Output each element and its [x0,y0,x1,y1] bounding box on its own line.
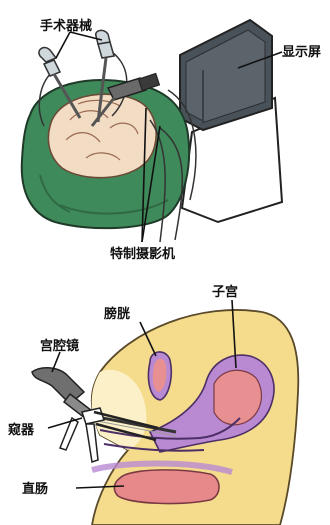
speculum [59,407,159,463]
bottom-figure: 膀胱 子宫 宫腔镜 窥器 直肠 [8,284,300,525]
label-uterus: 子宫 [212,284,238,300]
top-pointer-lines [55,31,283,243]
label-bladder: 膀胱 [103,306,130,322]
label-speculum: 窥器 [8,422,35,438]
label-monitor: 显示屏 [282,45,321,60]
label-hysteroscope: 宫腔镜 [40,338,79,354]
top-figure: 手术器械 显示屏 特制摄影机 [20,18,321,262]
surgical-instrument-left [38,46,82,119]
surgical-instrument-center [95,29,115,123]
rectum [113,469,220,505]
label-instruments: 手术器械 [40,18,92,34]
bottom-pointer-lines [47,299,237,489]
label-camera: 特制摄影机 [110,246,175,262]
uterine-cavity [213,369,263,426]
abdomen-skin [47,93,157,179]
special-camera [90,72,161,127]
label-rectum: 直肠 [22,481,48,497]
